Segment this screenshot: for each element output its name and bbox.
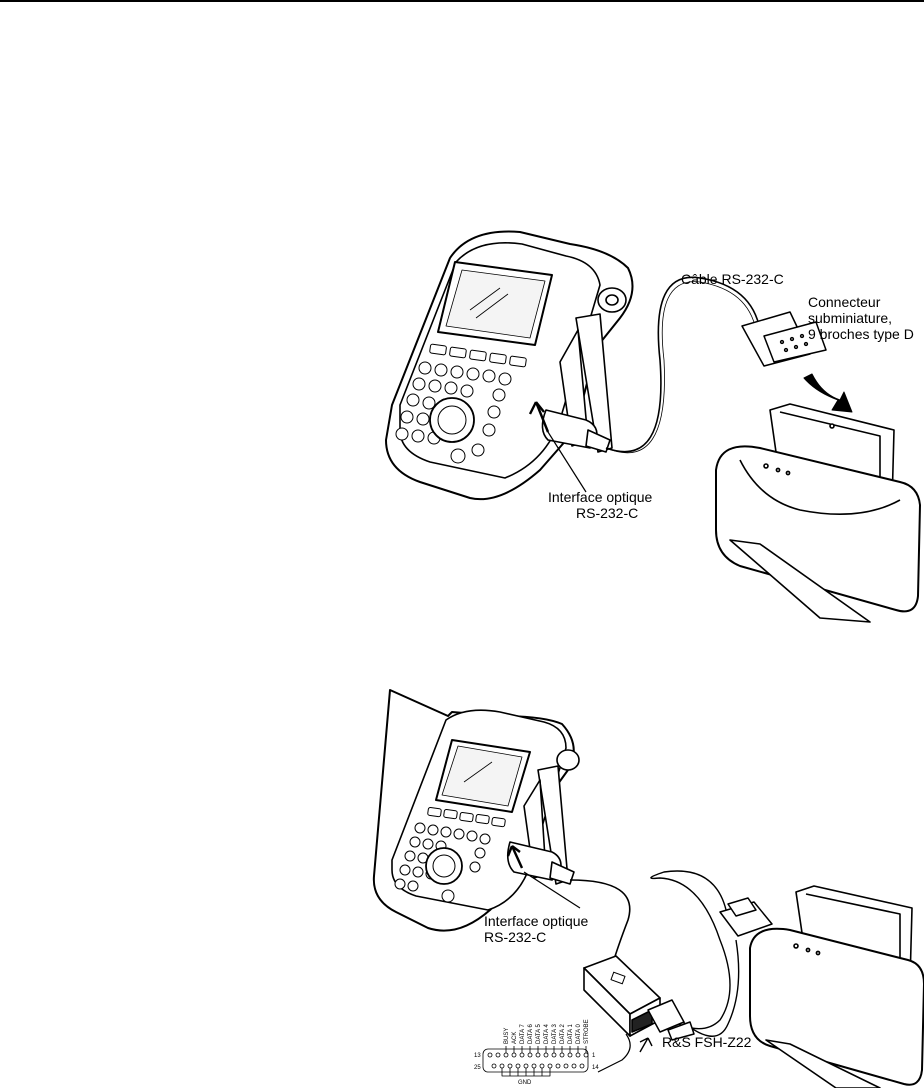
pin-label-25: 25 [474, 1065, 481, 1071]
printer-1 [715, 403, 921, 623]
signal-busy: BUSY [504, 1028, 510, 1044]
signal-data0: DATA 0 [576, 1024, 582, 1044]
pin-label-1: 1 [592, 1053, 596, 1059]
signal-data3: DATA 3 [552, 1024, 558, 1044]
spectrum-analyzer-1 [385, 230, 634, 501]
pin-label-13: 13 [474, 1053, 481, 1059]
interface-arrow-1 [528, 401, 550, 433]
signal-strobe: STROBE [584, 1019, 590, 1044]
softkeys-1 [429, 343, 527, 368]
interface-label-2-line1: Interface optique [484, 913, 589, 929]
cable-label-1: Câble RS-232-C [681, 271, 784, 287]
interface-label-1-line1: Interface optique [548, 489, 653, 505]
db9-connector [741, 311, 827, 367]
keypad-1 [395, 361, 512, 464]
interface-label-1-line2: RS-232-C [576, 505, 639, 521]
interface-label-2-line2: RS-232-C [484, 929, 547, 945]
signal-ack: ACK [512, 1032, 518, 1044]
connector-label-line2: subminiature, [808, 310, 893, 326]
softkeys-2 [427, 806, 506, 828]
signal-data4: DATA 4 [544, 1024, 550, 1044]
pin-label-14: 14 [592, 1065, 599, 1071]
printer-2 [749, 885, 924, 1088]
top-rule [0, 0, 924, 2]
connector-label-line1: Connecteur [808, 294, 881, 310]
adapter-label: R&S FSH-Z22 [662, 1034, 752, 1050]
pinout-signal-labels: BUSY ACK DATA 7 DATA 6 DATA 5 DATA 4 DAT… [504, 1019, 590, 1044]
stand-1 [575, 313, 613, 453]
parallel-pinout [482, 1046, 589, 1077]
gnd-label: GND [518, 1080, 532, 1086]
connect-arrow-1 [803, 373, 853, 413]
pin-row-top [487, 1052, 589, 1058]
db25-connector-top [719, 897, 773, 937]
signal-data5: DATA 5 [536, 1024, 542, 1044]
optical-cable-2 [569, 879, 631, 967]
signal-data7: DATA 7 [520, 1024, 526, 1044]
connector-label-line3: 9 broches type D [808, 326, 914, 342]
spectrum-analyzer-2 [372, 689, 580, 932]
signal-data1: DATA 1 [568, 1024, 574, 1044]
signal-data6: DATA 6 [528, 1024, 534, 1044]
fsh-z22-adapter [583, 955, 661, 1037]
pin-row-bottom [491, 1063, 585, 1069]
signal-data2: DATA 2 [560, 1024, 566, 1044]
parallel-cable-2 [650, 870, 731, 1030]
rs232-cable-1 [605, 276, 761, 453]
db25-connector-bottom [647, 999, 695, 1041]
